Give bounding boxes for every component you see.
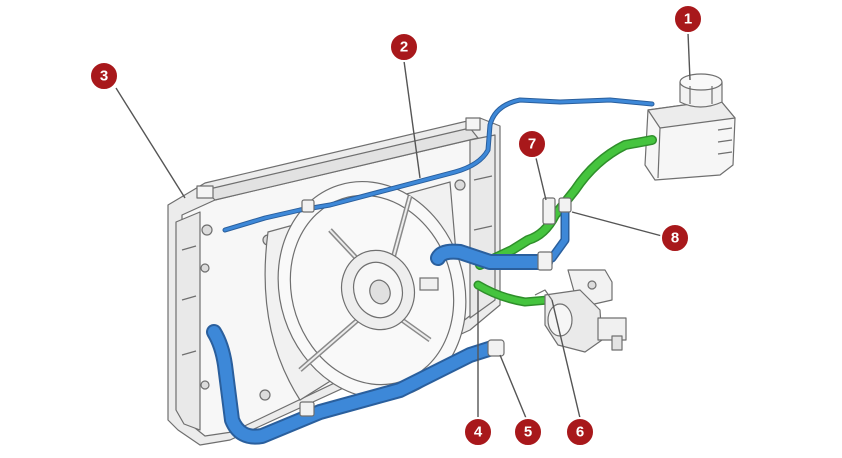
callout-label-5: 5 <box>524 424 532 441</box>
callout-badge-2 <box>389 32 419 62</box>
blue-vent-hose <box>223 98 654 232</box>
blue-lower-hose <box>208 326 498 443</box>
leader-8 <box>571 211 663 237</box>
callout-4: 4 <box>463 417 493 447</box>
callout-label-7: 7 <box>528 136 536 153</box>
callout-5: 5 <box>513 417 543 447</box>
callout-label-8: 8 <box>671 230 679 247</box>
callout-badge-3 <box>89 61 119 91</box>
leader-5 <box>499 354 527 419</box>
callout-label-1: 1 <box>684 11 692 28</box>
callout-label-6: 6 <box>576 424 584 441</box>
leader-1 <box>687 32 691 81</box>
blue-upper-hose <box>432 245 551 268</box>
fan-shroud <box>264 180 467 401</box>
leader-lines <box>115 32 691 419</box>
callout-label-2: 2 <box>400 39 408 56</box>
callout-8: 8 <box>660 223 690 253</box>
callout-badge-1 <box>673 4 703 34</box>
callout-2: 2 <box>389 32 419 62</box>
leader-3 <box>115 87 186 199</box>
callout-badge-5 <box>513 417 543 447</box>
electric-pump <box>534 269 627 353</box>
fittings <box>299 197 572 417</box>
green-hose-lower <box>475 282 551 305</box>
expansion-tank <box>644 73 736 181</box>
callout-6: 6 <box>565 417 595 447</box>
leader-7 <box>535 157 547 201</box>
callout-badge-4 <box>463 417 493 447</box>
leader-6 <box>551 299 581 419</box>
callout-label-4: 4 <box>474 424 483 441</box>
callout-1: 1 <box>673 4 703 34</box>
callout-badge-8 <box>660 223 690 253</box>
leader-2 <box>403 60 421 179</box>
blue-sensor-hose <box>549 207 568 261</box>
callout-badge-6 <box>565 417 595 447</box>
callout-badge-7 <box>517 129 547 159</box>
callout-3: 3 <box>89 61 119 91</box>
callout-7: 7 <box>517 129 547 159</box>
callout-label-3: 3 <box>100 68 108 85</box>
